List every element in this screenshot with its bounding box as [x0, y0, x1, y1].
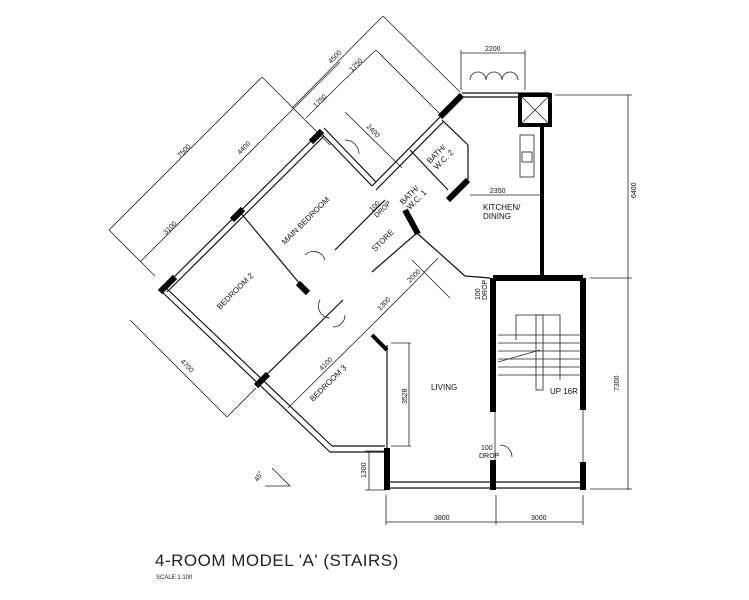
room-bedroom-2: BEDROOM 2 — [215, 271, 256, 312]
label-dimensions-d4700: 4700 — [179, 358, 195, 374]
label-dimensions-d3800: 3800 — [434, 515, 450, 522]
stairs-label: UP 16R — [550, 387, 578, 396]
dimension-lines — [108, 15, 632, 525]
label-dimensions-d1750a: 1750 — [348, 57, 364, 73]
label-dimensions-d3100: 3100 — [162, 220, 178, 236]
label-dimensions-d2200: 2200 — [485, 46, 501, 53]
room-bedroom-3: BEDROOM 3 — [308, 363, 349, 404]
label-angle-marker: 45° — [253, 470, 265, 483]
plan-scale: SCALE 1:100 — [156, 575, 193, 581]
label-dimensions-d1300a: 1300 — [376, 296, 392, 312]
label-dimensions-d4400: 4400 — [236, 140, 252, 156]
label-dimensions-d6400: 6400 — [631, 182, 638, 198]
label-dimensions-d7500: 7500 — [176, 143, 192, 159]
label-dimensions-d2350: 2350 — [490, 188, 506, 195]
dimension-labels: 7500 4400 3100 4500 1750 1750 2400 2200 … — [162, 46, 638, 522]
room-store: STORE — [370, 228, 396, 254]
label-dimensions-d1300b: 1300 — [361, 462, 368, 478]
label-dimensions-d7300: 7300 — [614, 375, 621, 391]
label-dimensions-d1750b: 1750 — [312, 93, 328, 109]
label-drop-labels-label: DROP — [479, 453, 500, 460]
label-dimensions-d3528: 3528 — [402, 388, 409, 404]
walls — [157, 71, 586, 490]
plan-title: 4-ROOM MODEL 'A' (STAIRS) — [155, 551, 399, 570]
room-kitchen: KITCHEN/ — [483, 203, 521, 212]
label-dimensions-d4500: 4500 — [327, 49, 343, 65]
label-dimensions-d3000: 3000 — [531, 515, 547, 522]
label-drop-labels-value: 100 — [475, 288, 482, 300]
label-drop-labels-label: DROP — [482, 279, 489, 300]
room-dining: DINING — [483, 212, 511, 221]
angle-marker: 45° — [253, 467, 291, 487]
room-main-bedroom: MAIN BEDROOM — [280, 195, 332, 247]
label-dimensions-d2400: 2400 — [365, 123, 381, 139]
label-drop-labels-value: 100 — [481, 445, 493, 452]
room-living: LIVING — [431, 383, 457, 392]
